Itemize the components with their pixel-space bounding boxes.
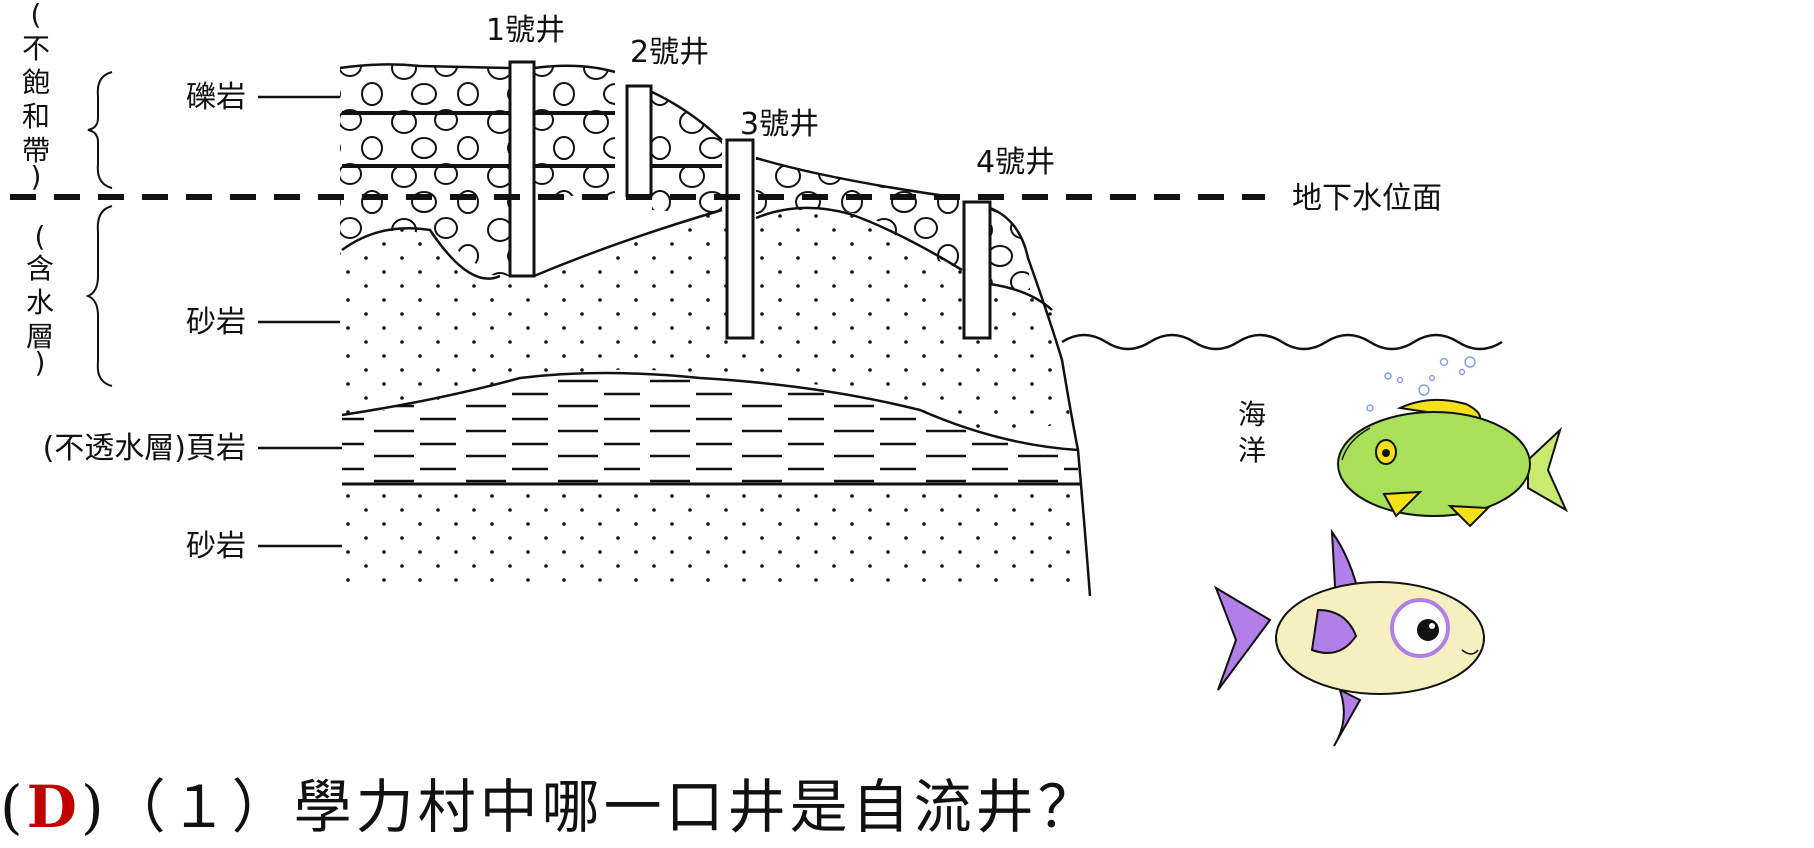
label-shale: (不透水層)頁岩 [43,431,246,466]
svg-text:洋: 洋 [1238,434,1266,467]
svg-text:飽: 飽 [22,66,50,99]
label-well-4: 4號井 [976,145,1055,180]
fish-purple-icon [1214,528,1485,747]
brace-aquifer [85,205,113,387]
question-line: (D)（１）學力村中哪一口井是自流井？ [0,773,1100,841]
strata-outlines [339,63,1092,597]
well-1 [508,60,536,278]
svg-text:含: 含 [26,252,54,285]
label-water-table: 地下水位面 [1292,181,1442,216]
label-well-2: 2號井 [630,35,709,70]
svg-text:不: 不 [22,32,50,65]
answer-letter: D [26,773,81,841]
zone-label-unsaturated: ( 不 飽 和 帶 ) [22,0,50,193]
svg-text:(: ( [35,220,46,253]
label-ocean: 海 洋 [1238,398,1266,467]
label-sandstone-upper: 砂岩 [186,305,246,340]
sandstone-lower-layer [342,484,1084,589]
svg-text:層: 層 [26,320,54,353]
question-text: )（１）學力村中哪一口井是自流井？ [80,773,1100,841]
label-leaders [258,95,342,548]
svg-text:帶: 帶 [22,134,50,167]
well-4 [962,200,992,340]
shale-layer [342,373,1078,484]
svg-text:和: 和 [22,100,50,133]
wells [508,60,992,340]
label-conglomerate: 礫岩 [186,80,246,115]
fish-green-icon [1337,398,1569,528]
svg-text:): ) [35,346,46,379]
label-well-3: 3號井 [740,107,819,142]
svg-text:海: 海 [1238,398,1266,431]
ocean-surface [1061,333,1503,351]
bubbles [1366,356,1476,412]
well-3 [725,138,755,340]
svg-text:(: ( [31,0,42,31]
zone-label-aquifer: ( 含 水 層 ) [26,220,54,379]
svg-text:水: 水 [26,286,54,319]
svg-text:): ) [31,160,42,193]
well-2 [625,84,653,198]
label-sandstone-lower: 砂岩 [186,529,246,564]
brace-unsaturated [87,71,113,189]
label-well-1: 1號井 [486,13,565,48]
